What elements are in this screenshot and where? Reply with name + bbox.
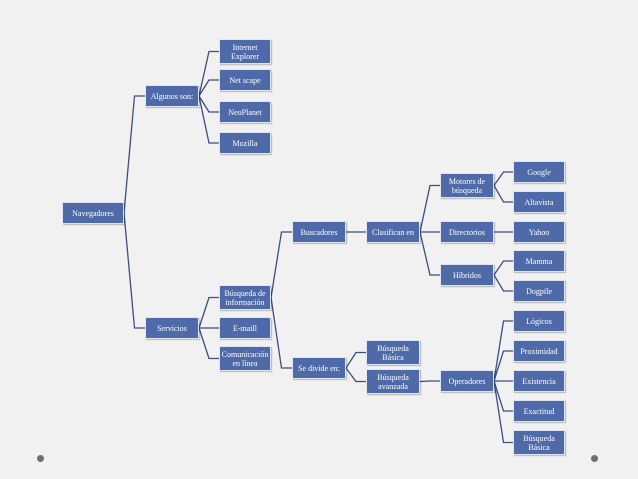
node-se-divide: Se divide en: — [292, 357, 346, 379]
bullet-dot-left — [37, 455, 44, 462]
node-busqueda-basica: Búsqueda Básica — [366, 340, 420, 365]
node-yahoo: Yahoo — [513, 221, 565, 243]
node-google: Google — [513, 161, 565, 183]
connector-motores-0 — [493, 171, 513, 186]
node-clasifican: Clasifican en — [366, 221, 420, 243]
node-hibridos: Híbridos — [440, 264, 494, 286]
connector-divide-1 — [345, 367, 366, 383]
node-busqueda-informacion: Búsqueda de información — [219, 285, 271, 310]
node-email: E-maill — [219, 317, 271, 339]
connector-examples-3 — [198, 95, 219, 144]
node-dogpile: Dogpile — [513, 280, 565, 302]
connector-operadores-1 — [493, 350, 513, 382]
node-servicios: Servicios — [145, 317, 199, 339]
node-exactitud: Exactitud — [513, 400, 565, 422]
connector-examples-1 — [198, 79, 219, 97]
node-directorios: Directorios — [440, 221, 494, 243]
node-netscape: Net scape — [219, 69, 271, 91]
node-logicos: Lógicos — [513, 310, 565, 332]
node-busqueda-avanzada: Búsqueda avanzada — [366, 369, 420, 394]
connector-hibridos-1 — [493, 274, 513, 292]
connector-services-0 — [198, 296, 219, 329]
connector-divide-0 — [345, 351, 366, 369]
connector-operadores-3 — [493, 380, 513, 412]
connector-operadores-0 — [493, 320, 513, 382]
connector-operadores-4 — [493, 380, 513, 444]
node-algunos-son: Algunos son: — [145, 85, 199, 107]
node-motores-busqueda: Motores de búsqueda — [440, 173, 494, 198]
connector-hibridos-0 — [493, 260, 513, 276]
connector-root-1 — [123, 212, 145, 329]
bullet-dot-right — [591, 455, 598, 462]
node-existencia: Existencia — [513, 370, 565, 392]
connector-info-0 — [270, 231, 292, 298]
node-mozilla: Mozilla — [219, 132, 271, 154]
node-altavista: Altavista — [513, 191, 565, 213]
node-proximidad: Proximidad — [513, 340, 565, 362]
connector-root-0 — [123, 95, 145, 214]
node-internet-explorer: Internet Explorer — [219, 39, 271, 64]
node-navegadores: Navegadores — [62, 202, 124, 224]
connector-clasifican-0 — [419, 184, 440, 233]
connector-info-1 — [270, 297, 292, 369]
node-neoplanet: NeoPlanet — [219, 101, 271, 123]
connector-motores-1 — [493, 185, 513, 203]
connector-examples-0 — [198, 50, 219, 97]
connector-clasifican-2 — [419, 231, 440, 276]
node-operadores: Operadores — [440, 370, 494, 392]
connector-services-2 — [198, 327, 219, 360]
connector-examples-2 — [198, 95, 219, 113]
node-mamma: Mamma — [513, 250, 565, 272]
node-comunicacion-linea: Comunicación en línea — [219, 346, 271, 371]
connector-avanzada-0 — [419, 380, 440, 383]
node-busqueda-basica-2: Búsqueda Básica — [513, 430, 565, 455]
node-buscadores: Buscadores — [292, 221, 346, 243]
